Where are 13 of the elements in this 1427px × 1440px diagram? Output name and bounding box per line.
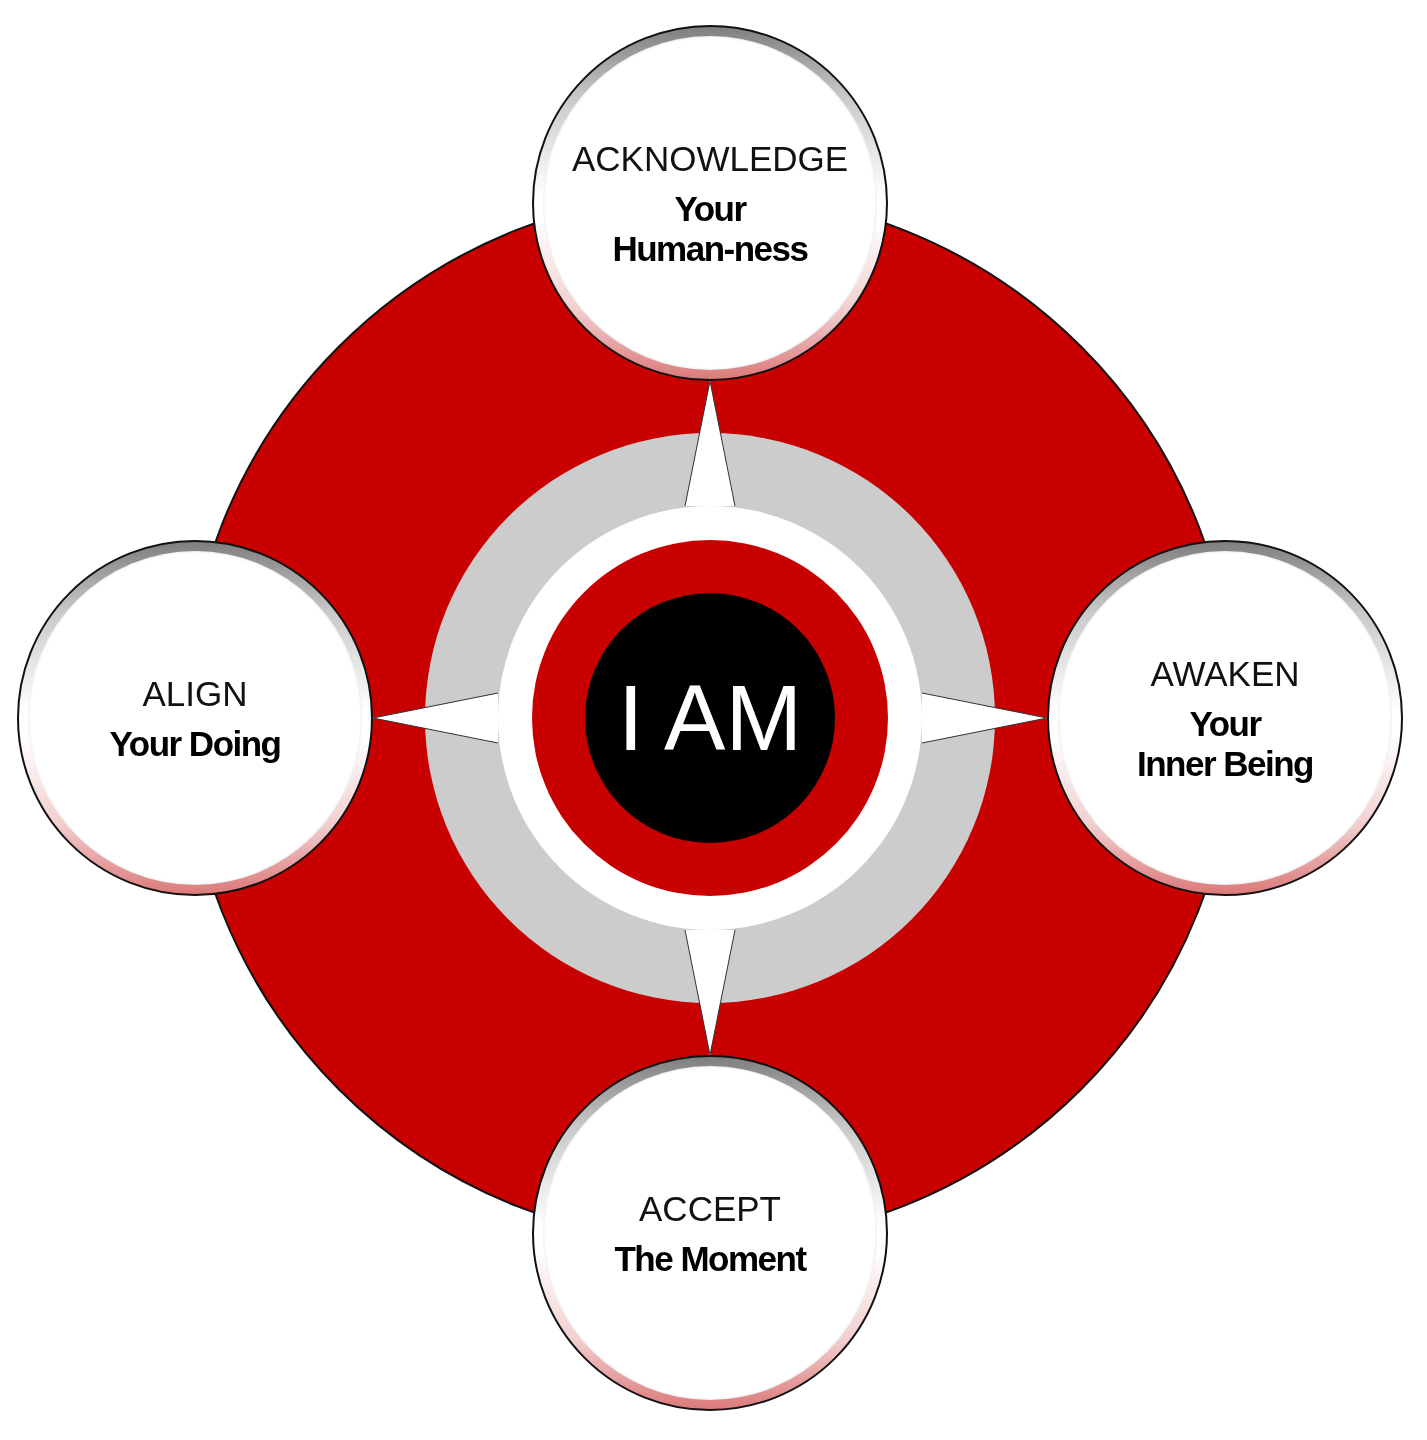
step-subtitle: Your Doing	[109, 723, 281, 764]
step-title: ALIGN	[142, 672, 248, 714]
step-subtitle: The Moment	[614, 1238, 806, 1279]
step-subtitle: Your Inner Being	[1137, 703, 1313, 784]
star-point	[921, 692, 1048, 744]
step-title: ACKNOWLEDGE	[571, 137, 849, 179]
step-subtitle: Your Human-ness	[612, 188, 808, 269]
center-label: I AM	[617, 668, 802, 768]
step-title: ACCEPT	[639, 1187, 781, 1229]
star-point	[684, 929, 736, 1056]
step-title: AWAKEN	[1150, 652, 1300, 694]
star-point	[684, 380, 736, 507]
star-point	[372, 692, 499, 744]
